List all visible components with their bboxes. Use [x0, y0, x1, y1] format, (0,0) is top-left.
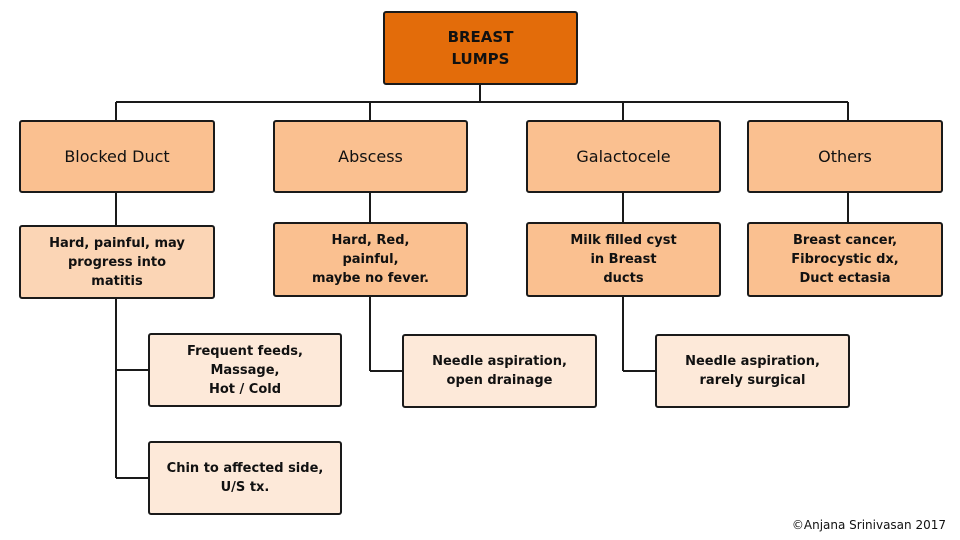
treatment-blocked-duct-2: Chin to affected side, U/S tx. [148, 441, 342, 515]
category-others: Others [747, 120, 943, 193]
category-galactocele: Galactocele [526, 120, 721, 193]
description-galactocele: Milk filled cyst in Breast ducts [526, 222, 721, 297]
description-text: Milk filled cyst in Breast ducts [570, 233, 677, 286]
root-label: BREAST LUMPS [447, 28, 514, 68]
category-blocked-duct: Blocked Duct [19, 120, 215, 193]
description-abscess: Hard, Red, painful, maybe no fever. [273, 222, 468, 297]
treatment-text: Needle aspiration, open drainage [432, 354, 567, 388]
root-node: BREAST LUMPS [383, 11, 578, 85]
treatment-abscess: Needle aspiration, open drainage [402, 334, 597, 408]
copyright-text: ©Anjana Srinivasan 2017 [791, 518, 946, 532]
category-label: Galactocele [576, 147, 671, 166]
description-text: Breast cancer, Fibrocystic dx, Duct ecta… [791, 233, 899, 286]
category-label: Blocked Duct [64, 147, 170, 166]
description-text: Hard, painful, may progress into matitis [49, 235, 185, 289]
treatment-galactocele: Needle aspiration, rarely surgical [655, 334, 850, 408]
treatment-text: Needle aspiration, rarely surgical [685, 354, 820, 388]
description-text: Hard, Red, painful, maybe no fever. [311, 233, 429, 286]
treatment-text: Frequent feeds, Massage, Hot / Cold [187, 343, 303, 397]
category-label: Abscess [338, 147, 403, 166]
treatment-blocked-duct-1: Frequent feeds, Massage, Hot / Cold [148, 333, 342, 407]
treatment-text: Chin to affected side, U/S tx. [166, 461, 324, 495]
description-others: Breast cancer, Fibrocystic dx, Duct ecta… [747, 222, 943, 297]
category-abscess: Abscess [273, 120, 468, 193]
description-blocked-duct: Hard, painful, may progress into matitis [19, 225, 215, 299]
category-label: Others [818, 147, 872, 166]
